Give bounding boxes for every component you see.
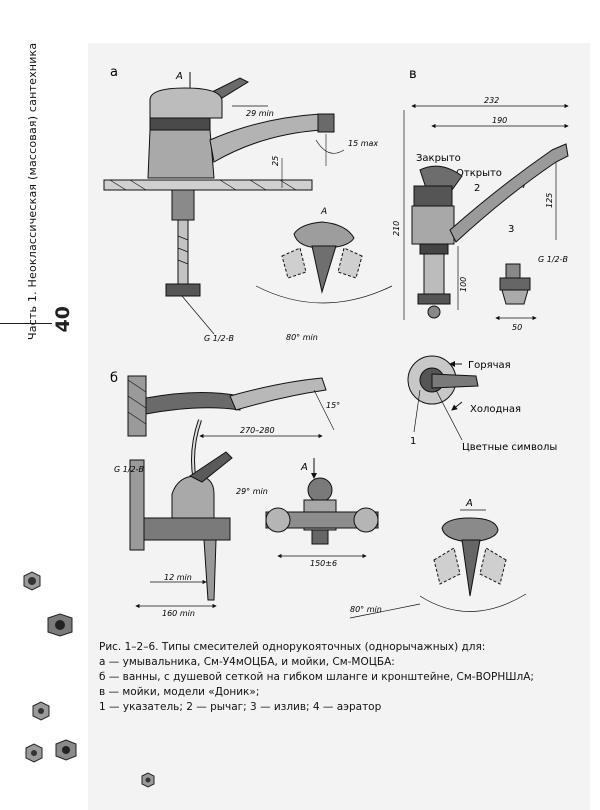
caption-line: Рис. 1–2–6. Типы смесителей однорукояточ… [99,641,486,653]
caption-line: а — умывальника, См-У4мОЦБА, и мойки, См… [99,656,395,668]
dim-190: 190 [492,116,507,125]
nut-icon [25,743,43,763]
dim-80-min-a: 80° min [286,333,318,342]
label-colour-symbols: Цветные символы [462,442,557,453]
thread-g12-a: G 1/2-B [204,334,234,343]
view-a-label: А [175,71,183,82]
nut-icon [23,571,41,591]
view-b-label: А [300,462,308,473]
label-closed: Закрыто [416,153,461,164]
dim-100: 100 [459,277,468,292]
dim-210: 210 [392,221,401,236]
view-b-caption: А [465,498,473,509]
callout-3: 3 [508,224,514,235]
panel-letter-b: б [110,371,118,386]
caption-line: б — ванны, с душевой сеткой на гибком шл… [99,671,534,683]
dim-29-min: 29 min [246,109,274,118]
nut-icon [141,772,155,788]
view-a-caption: А [320,207,327,217]
panel-v: в 232 190 210 125 Закрыто Открыто 2 3 4 … [392,67,569,453]
sidebar-rule [0,323,52,324]
panel-b: б 15° 270–280 G 1/2-B 29° min 12 min 160… [110,371,527,619]
dim-232: 232 [484,96,499,105]
figure-drawing: а А 29 min 15 max 25 G 1/2-B А [103,65,569,619]
dim-15-max: 15 max [348,139,378,148]
dim-80-min-b: 80° min [350,605,382,614]
dim-15-deg: 15° [326,401,340,410]
caption-line: 1 — указатель; 2 — рычаг; 3 — излив; 4 —… [99,701,382,713]
dim-160-min: 160 min [162,609,195,618]
thread-g12-v: G 1/2-B [538,255,568,264]
nut-icon [55,739,77,761]
dim-270-280: 270–280 [240,426,275,435]
label-hot: Горячая [468,360,511,371]
dim-150-6: 150±6 [310,559,337,568]
panel-letter-v: в [409,67,417,82]
caption-line: в — мойки, модели «Доник»; [99,686,260,698]
label-cold: Холодная [470,404,521,415]
fittings-thumbnails [23,571,155,788]
dim-25: 25 [271,156,280,166]
label-open: Открыто [456,168,502,179]
bolt-icon [47,613,73,637]
callout-1: 1 [410,436,416,447]
callout-2: 2 [474,183,480,194]
nut-icon [32,701,50,721]
dim-50: 50 [512,323,522,332]
dim-12-min: 12 min [164,573,192,582]
thread-g12-b: G 1/2-B [114,465,144,474]
panel-letter-a: а [110,65,118,80]
dim-29-min-b: 29° min [236,487,268,496]
dim-125: 125 [545,193,554,208]
figure-caption: Рис. 1–2–6. Типы смесителей однорукояточ… [99,640,579,715]
panel-a: а А 29 min 15 max 25 G 1/2-B А [103,65,393,343]
